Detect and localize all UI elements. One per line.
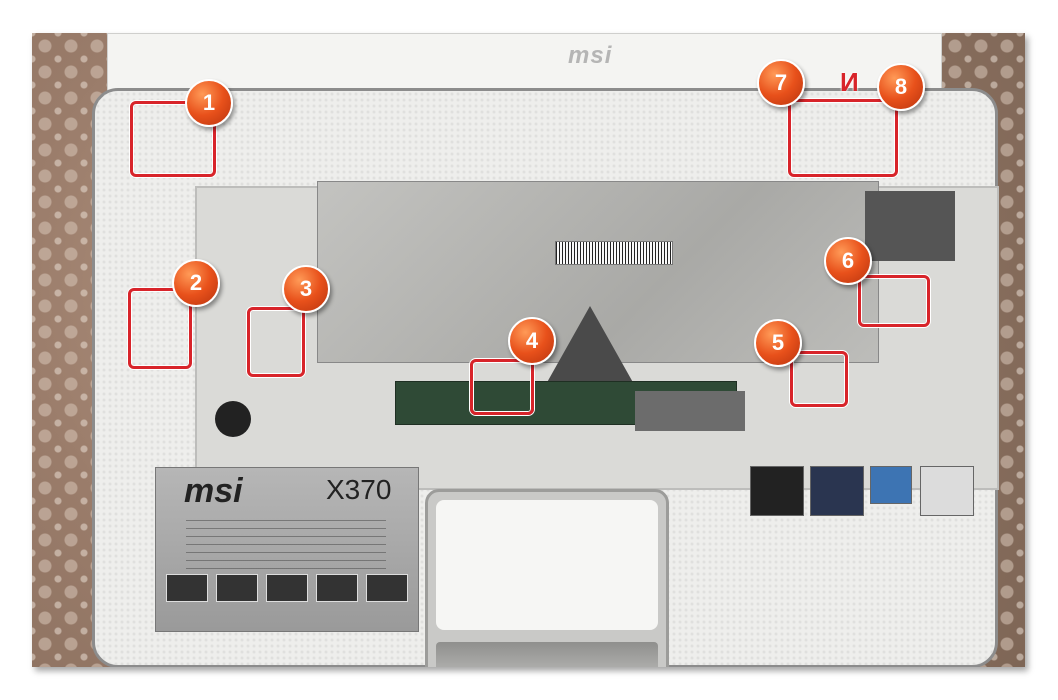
marker-6: 6 [824,237,872,285]
feature-icon [266,574,308,602]
feature-icon [216,574,258,602]
lid-logo: msi [568,42,613,69]
windows-badge [920,466,974,516]
speaker-icon [215,401,251,437]
vision-badge [750,466,804,516]
marker-1: 1 [185,79,233,127]
ssd-badge [810,466,864,516]
screw-highlight-2 [128,288,192,369]
marker-7: 7 [757,59,805,107]
feature-icon [316,574,358,602]
laptop-photo: msi msi X370 [32,33,1025,667]
screw-highlight-4 [470,359,534,415]
dark-bracket [545,306,635,386]
barcode-sticker [555,241,673,265]
marker-8: 8 [877,63,925,111]
energy-badge [870,466,912,504]
screw-highlight-6 [858,275,930,327]
marker-2: 2 [172,259,220,307]
marker-3: 3 [282,265,330,313]
ribbon-cable [635,391,745,431]
conjunction-label: И [840,67,859,97]
screw-highlight-7-8 [788,99,898,177]
model-sticker: msi X370 [155,467,419,632]
feature-icon [166,574,208,602]
sticker-brand: msi [184,472,243,510]
screw-highlight-1 [130,101,216,177]
marker-5: 5 [754,319,802,367]
marker-4: 4 [508,317,556,365]
feature-icon [366,574,408,602]
screw-highlight-5 [790,351,848,407]
sticker-model: X370 [326,474,392,505]
touchpad-surface [436,500,658,630]
touchpad [425,489,669,667]
fan-vent [865,191,955,261]
screw-highlight-3 [247,307,305,377]
touchpad-button [436,642,658,667]
spec-lines [186,520,386,570]
